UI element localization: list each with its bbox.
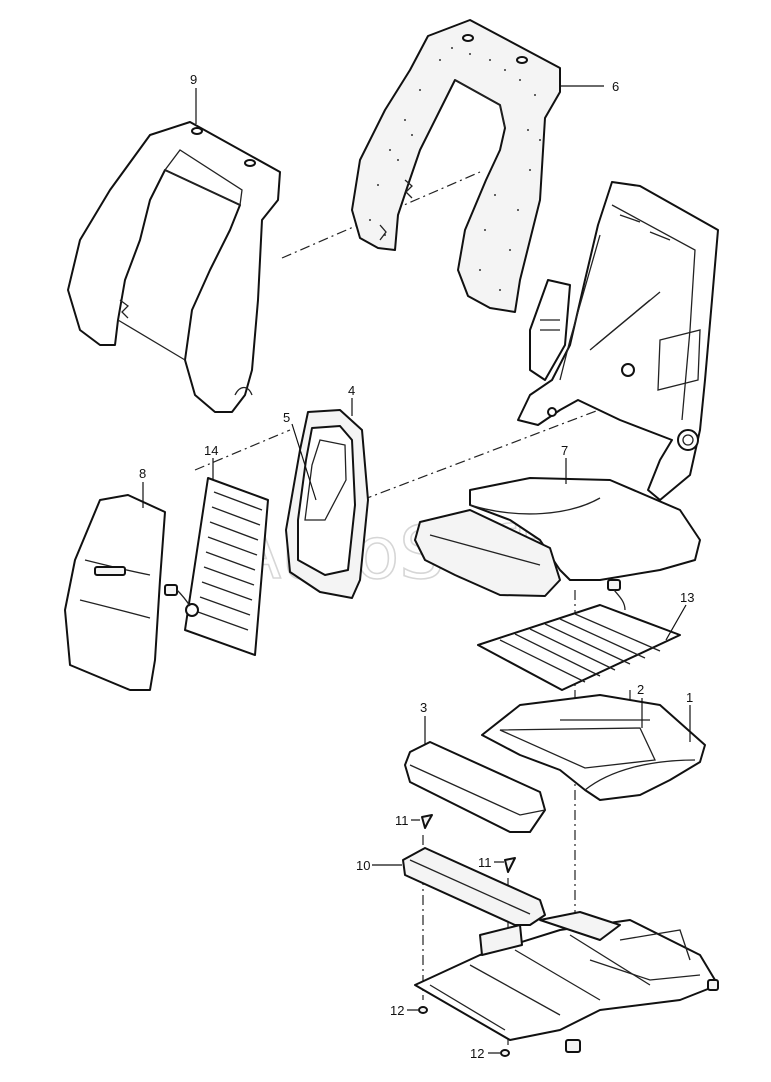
part-3-front-cushion: [404, 741, 546, 833]
part-9-backrest-cover: [67, 121, 281, 413]
callout-10: 10: [356, 858, 370, 873]
callout-14: 14: [204, 443, 218, 458]
callout-7: 7: [561, 443, 568, 458]
callout-5: 5: [283, 410, 290, 425]
part-10-trim: [402, 847, 546, 926]
callout-13: 13: [680, 590, 694, 605]
part-6-backrest-foam: [351, 19, 561, 313]
callout-12-left: 12: [390, 1003, 404, 1018]
part-1-seat-foam: [481, 694, 706, 801]
seat-base-frame: [414, 911, 719, 1053]
part-7-seat-cover: [414, 477, 701, 597]
callout-11-upper: 11: [395, 813, 409, 828]
callout-4: 4: [348, 383, 355, 398]
seat-back-frame: [517, 181, 719, 501]
part-8-backrest-pad: [64, 494, 166, 691]
part-12-fastener: [418, 1006, 510, 1057]
callout-3: 3: [420, 700, 427, 715]
callout-1: 1: [686, 690, 693, 705]
callout-labels: 9 6 4 5 7 8 14 13 2 1 3 11 11 10 12 12: [139, 72, 694, 1061]
part-4-backrest-panel: [285, 409, 369, 599]
callout-12-bottom: 12: [470, 1046, 484, 1061]
callout-2: 2: [637, 682, 644, 697]
part-14-heater-mat: [164, 477, 269, 656]
part-11-clip: [421, 814, 516, 873]
callout-9: 9: [190, 72, 197, 87]
callout-8: 8: [139, 466, 146, 481]
callout-6: 6: [612, 79, 619, 94]
part-13-seat-heater: [477, 579, 681, 691]
leader-lines: [142, 85, 691, 1054]
callout-11-lower: 11: [478, 855, 492, 870]
